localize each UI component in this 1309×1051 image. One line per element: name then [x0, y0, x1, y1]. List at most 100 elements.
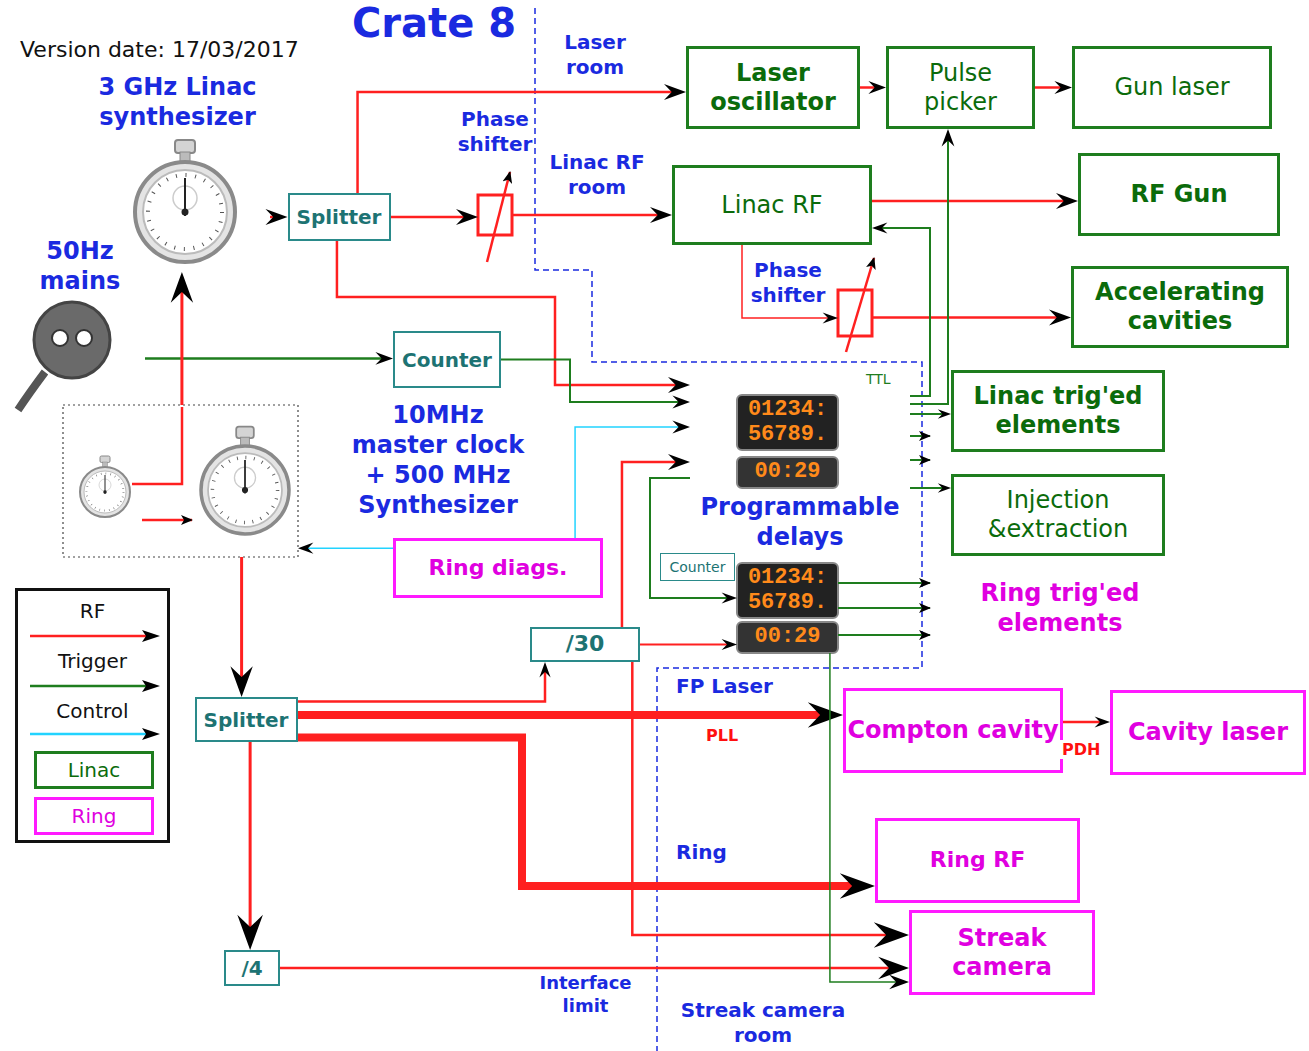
connector	[230, 557, 252, 697]
legend-text: Linac	[68, 758, 121, 782]
node-text: Pulse picker	[889, 59, 1032, 117]
arrowhead	[878, 957, 909, 979]
connector	[1063, 716, 1110, 727]
connector	[872, 193, 1078, 209]
arrowhead	[375, 352, 393, 365]
arrowhead	[230, 666, 252, 697]
arrowhead	[672, 421, 690, 434]
arrowhead	[868, 81, 886, 94]
connector	[171, 272, 193, 405]
legend-arrowhead	[142, 728, 160, 740]
legend-arrowhead	[142, 680, 160, 692]
connector-line	[881, 228, 930, 396]
process-box: Injection &extraction	[951, 474, 1165, 556]
edge-label: PLL	[704, 726, 740, 745]
connector	[910, 129, 954, 404]
rf-wire	[132, 407, 182, 484]
process-box: Counter	[660, 553, 735, 581]
connector-line	[391, 216, 465, 219]
connector-line	[860, 86, 875, 89]
legend-line	[30, 635, 146, 638]
arrowhead	[938, 409, 951, 419]
node-text: Ring diags.	[429, 555, 568, 581]
connector-line	[501, 360, 679, 403]
connector-line	[249, 742, 252, 929]
arrowhead	[872, 222, 887, 233]
connector-line	[298, 738, 854, 887]
connector-line	[872, 316, 1058, 319]
process-box: Splitter	[195, 697, 298, 742]
display-digits: 01234: 56789.	[737, 395, 838, 450]
plug-icon	[18, 302, 110, 410]
connector	[298, 662, 551, 702]
arrowhead	[722, 592, 737, 603]
connector	[512, 207, 672, 223]
node-text: Streak camera	[912, 924, 1092, 982]
legend-arrowhead	[142, 630, 160, 642]
node-heading: Phase shifter	[436, 107, 554, 157]
arrowhead	[1054, 81, 1072, 94]
connector-line	[872, 200, 1065, 203]
annotation-label: Streak camera room	[663, 998, 863, 1048]
icon-node: 10MHz master clock + 500 MHz Synthesizer	[63, 405, 298, 557]
connector-line	[1035, 86, 1061, 89]
node-text: Linac RF	[721, 191, 822, 220]
legend-swatch	[28, 629, 162, 643]
connector	[298, 543, 393, 554]
legend-text: RF	[18, 599, 167, 623]
process-box: Ring RF	[875, 818, 1080, 903]
arrowhead	[942, 129, 955, 147]
connector	[910, 483, 951, 493]
connector	[1035, 81, 1072, 94]
process-box: Accelerating cavities	[1071, 266, 1289, 348]
connector-line	[910, 487, 943, 489]
rf-wire	[142, 519, 192, 522]
process-box: Pulse picker	[886, 46, 1035, 129]
connector-line	[180, 290, 183, 405]
connector	[298, 738, 876, 899]
display-digits: 00:29	[737, 622, 838, 653]
trigger-wire	[838, 436, 930, 635]
stopwatch-icon	[135, 140, 235, 262]
annotation-label: Version date: 17/03/2017	[20, 36, 299, 64]
node-text: Laser oscillator	[689, 59, 857, 117]
connector-line	[640, 644, 728, 646]
arrowhead	[668, 454, 690, 470]
icon-node: 01234: 56789.00:29	[737, 563, 838, 653]
node-heading: Programmable delays	[690, 492, 910, 552]
legend-box: RFTriggerControlLinacRing	[15, 588, 170, 843]
arrowhead	[938, 483, 951, 493]
node-text: Counter	[670, 559, 726, 576]
node-heading: 10MHz master clock + 500 MHz Synthesizer	[343, 400, 533, 520]
connector-line	[307, 547, 393, 549]
arrowhead	[722, 639, 737, 650]
connector	[910, 409, 951, 419]
node-heading: Phase shifter	[740, 258, 836, 308]
connector	[391, 209, 479, 225]
process-box: Splitter	[288, 193, 391, 241]
annotation-label: Ring trig'ed elements	[955, 578, 1165, 638]
connector	[358, 84, 686, 193]
node-heading: 3 GHz Linac synthesizer	[85, 72, 270, 132]
legend-swatch: Ring	[34, 797, 154, 835]
arrowhead	[823, 312, 838, 323]
node-text: /30	[566, 631, 605, 657]
connector-line	[240, 557, 243, 679]
node-text: RF Gun	[1130, 180, 1227, 209]
edge-label: PDH	[1060, 740, 1102, 759]
arrowhead	[237, 915, 263, 950]
process-box: /4	[224, 950, 280, 986]
arrowhead	[889, 975, 909, 989]
annotation-label: Linac RF room	[538, 150, 656, 200]
arrowhead	[808, 702, 843, 728]
icon-node: Phase shifter	[838, 290, 872, 336]
connector-line	[910, 140, 948, 404]
process-box: Linac RF	[672, 165, 872, 245]
icon-node: Phase shifter	[478, 195, 512, 235]
process-box: Gun laser	[1072, 46, 1272, 129]
interface-limit-line	[535, 8, 922, 1051]
stopwatch-icon	[80, 456, 130, 517]
arrowhead	[650, 207, 672, 223]
connector	[872, 310, 1071, 326]
